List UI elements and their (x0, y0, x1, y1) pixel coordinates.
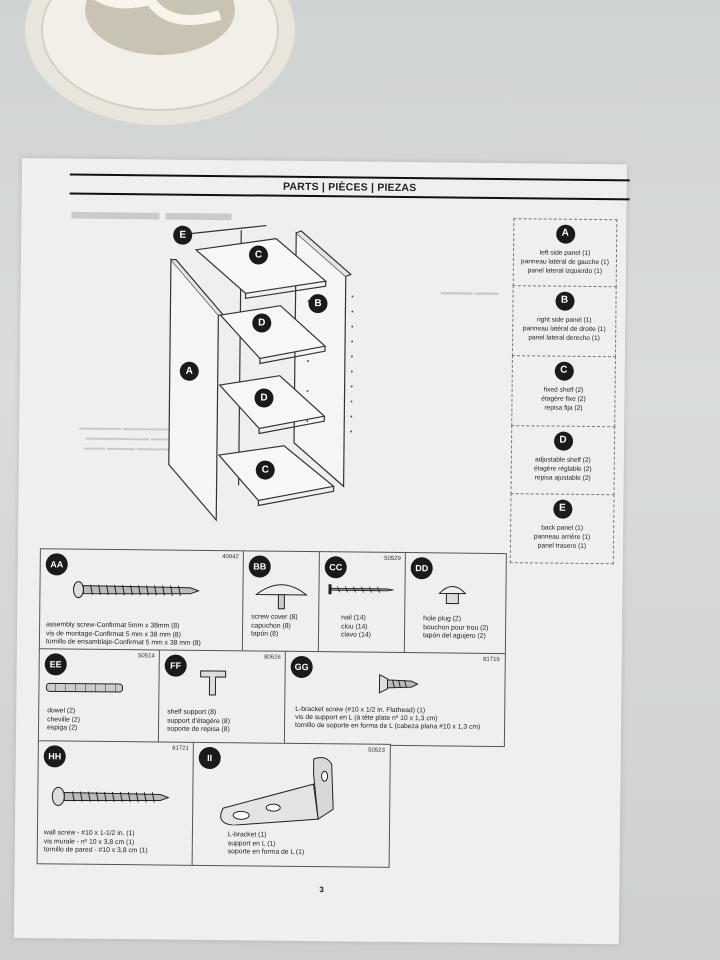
show-through-text: ▬▬▬ ▬▬▬▬ (440, 287, 499, 298)
hardware-text: tornillo de soporte en forma de L (cabez… (295, 722, 481, 732)
legend-line: panel trasero (1) (537, 542, 587, 550)
part-label-e: E (173, 225, 193, 245)
assembly-screw-icon (72, 581, 200, 599)
hardware-text: clou (14) (341, 622, 368, 631)
hardware-text: tapón (8) (250, 630, 279, 638)
legend-line: repisa fija (2) (544, 404, 583, 412)
hardware-badge-aa: AA (45, 553, 68, 576)
hardware-badge-ff: FF (164, 654, 187, 677)
legend-line: panel lateral izquierdo (1) (527, 266, 603, 275)
tape-roll (25, 0, 295, 125)
legend-badge-c: C (554, 361, 574, 381)
shelf-support-icon (200, 670, 227, 696)
legend-item-c: C fixed shelf (2) étagère fixe (2) repis… (511, 355, 616, 428)
part-label-c-top: C (248, 245, 269, 265)
screw-cover-icon (255, 584, 308, 610)
page-number: 3 (319, 885, 324, 895)
legend-line: panel lateral derecho (1) (528, 333, 600, 342)
part-code: 50523 (368, 747, 385, 754)
hardware-text: shelf support (8) (167, 708, 217, 717)
legend-line: repisa ajustable (2) (534, 473, 591, 482)
hardware-ii: II 50523 L-bracket (1) support en L (1) … (191, 741, 391, 868)
part-code: 50514 (138, 653, 155, 660)
hardware-ff: FF 80616 shelf support (8) support d'éta… (157, 649, 287, 745)
hardware-text: nail (14) (341, 614, 366, 622)
legend-badge-d: D (553, 431, 573, 451)
part-code: 81721 (172, 745, 189, 752)
wall-screw-icon (51, 786, 170, 806)
legend-item-b: B right side panel (1) panneau latéral d… (511, 285, 617, 358)
part-label-a: A (179, 361, 199, 381)
hardware-dd: DD hole plug (2) bouchon pour trou (2) t… (403, 552, 507, 656)
hardware-hh: HH 81721 wall screw - #10 x 1-1/2 in. (1… (36, 740, 195, 866)
hardware-text: screw cover (8) (251, 613, 298, 621)
hardware-text: tornillo de pared - #10 x 3,8 cm (1) (43, 846, 148, 855)
l-bracket-screw-icon (378, 673, 419, 694)
hardware-badge-hh: HH (43, 745, 66, 768)
hardware-text: dowel (2) (47, 707, 76, 715)
hardware-text: cheville (2) (47, 715, 81, 724)
hardware-text: hole plug (2) (423, 615, 462, 623)
nail-icon (328, 584, 394, 595)
hardware-badge-cc: CC (324, 556, 347, 579)
part-code: 40942 (222, 554, 239, 561)
part-label-d-upper: D (252, 313, 272, 333)
legend-item-a: A left side panel (1) panneau latéral de… (512, 218, 618, 288)
hardware-text: soporte de repisa (8) (166, 725, 230, 734)
hardware-badge-gg: GG (290, 655, 313, 679)
legend-item-d: D adjustable shelf (2) étagère réglable … (510, 425, 616, 496)
legend-item-e: E back panel (1) panneau arrière (1) pan… (509, 493, 615, 565)
hardware-ee: EE 50514 dowel (2) cheville (2) espiga (… (37, 648, 161, 744)
hole-plug-icon (438, 586, 467, 605)
hardware-text: espiga (2) (46, 724, 78, 732)
part-code: 50529 (384, 555, 401, 562)
instruction-sheet: PARTS | PIÈCES | PIEZAS ▬▬▬ ▬▬▬▬ ▬▬▬ ▬▬▬… (13, 158, 630, 945)
dowel-icon (45, 682, 123, 693)
part-code: 81719 (483, 656, 500, 664)
legend-badge-a: A (555, 224, 575, 244)
cabinet-exploded-diagram (168, 224, 354, 522)
legend-badge-e: E (552, 499, 572, 519)
hardware-text: soporte en forma de L (1) (227, 848, 305, 857)
hardware-text: L-bracket (1) (227, 831, 267, 839)
hardware-gg: GG 81719 L-bracket screw (#10 x 1/2 in. … (283, 650, 506, 748)
hardware-text: tapón del agujero (2) (422, 632, 486, 641)
hardware-badge-ee: EE (44, 653, 67, 676)
part-label-b: B (308, 294, 328, 314)
legend-badge-b: B (554, 291, 575, 311)
hardware-badge-dd: DD (410, 557, 433, 580)
l-bracket-icon (220, 757, 334, 826)
part-label-c-bottom: C (255, 460, 275, 480)
part-code: 80616 (264, 654, 281, 661)
hardware-badge-bb: BB (248, 555, 271, 578)
hardware-aa: AA 40942 assembly screw-Confirmat 5mm x … (38, 548, 245, 653)
part-label-d-lower: D (254, 388, 274, 408)
hardware-bb: BB screw cover (8) capuchon (8) tapón (8… (241, 550, 321, 654)
hardware-text: tornillo de ensamblaje-Confirmat 5 mm x … (45, 638, 201, 648)
hardware-text: clavo (14) (340, 631, 371, 639)
hardware-cc: CC 50529 nail (14) clou (14) clavo (14) (317, 551, 407, 655)
